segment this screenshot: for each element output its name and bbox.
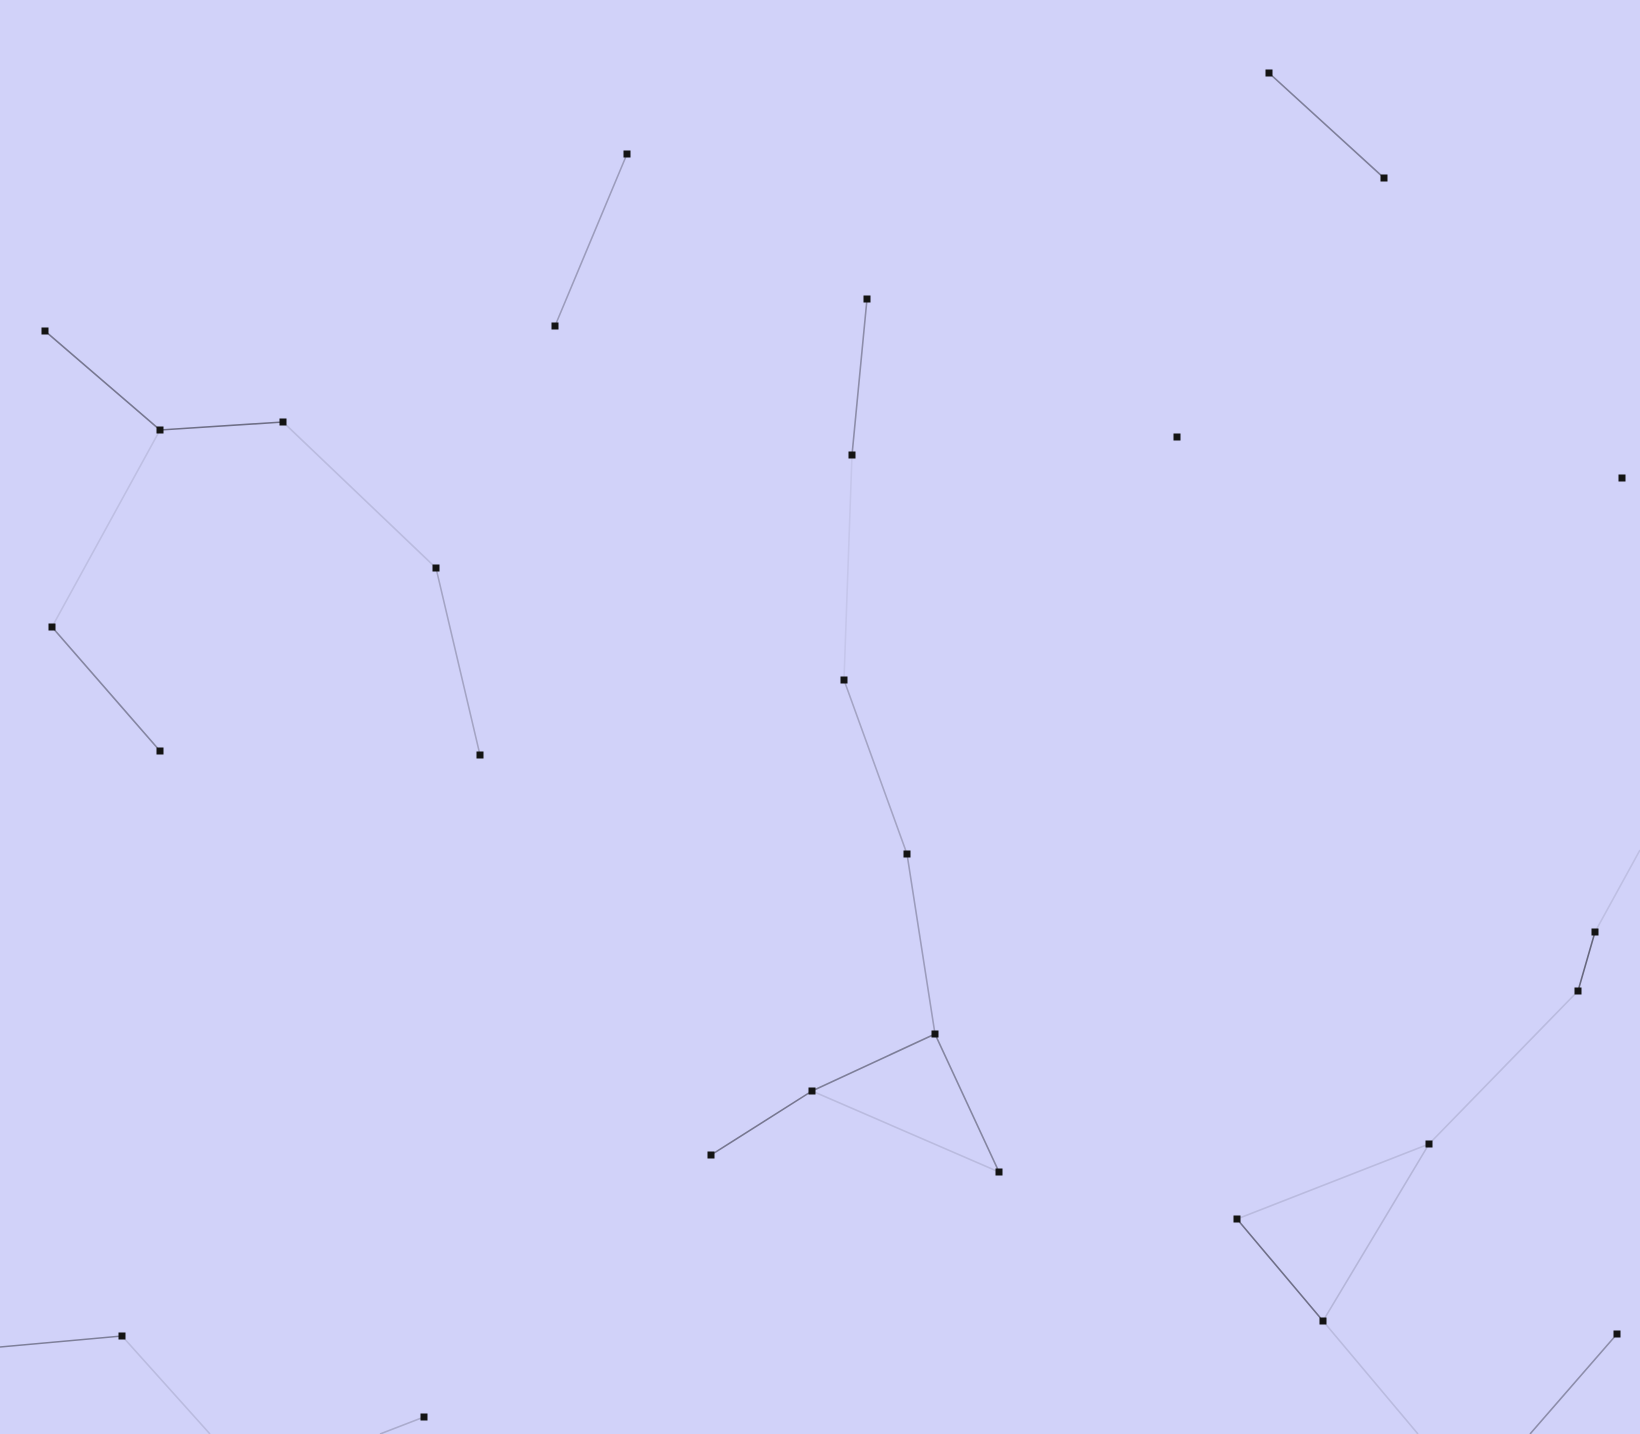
edge [1577, 931, 1596, 992]
node[interactable] [1618, 474, 1626, 482]
node[interactable] [840, 676, 848, 684]
node[interactable] [551, 322, 559, 330]
node[interactable] [432, 564, 440, 572]
node[interactable] [1574, 987, 1582, 995]
node[interactable] [118, 1332, 126, 1340]
edge-layer [0, 72, 1640, 1434]
edge [1594, 849, 1640, 933]
edge [44, 330, 161, 431]
node[interactable] [995, 1168, 1003, 1176]
node[interactable] [1613, 1330, 1621, 1338]
edge [906, 853, 936, 1035]
node[interactable] [808, 1087, 816, 1095]
edge [121, 1335, 211, 1434]
edge [843, 454, 853, 681]
node[interactable] [48, 623, 56, 631]
node[interactable] [1173, 433, 1181, 441]
node[interactable] [1425, 1140, 1433, 1148]
node[interactable] [1265, 69, 1273, 77]
node[interactable] [863, 295, 871, 303]
edge [851, 298, 868, 456]
node[interactable] [420, 1413, 428, 1421]
node[interactable] [1319, 1317, 1327, 1325]
node[interactable] [1591, 928, 1599, 936]
node[interactable] [707, 1151, 715, 1159]
node-layer [41, 69, 1626, 1421]
edge [1236, 1218, 1324, 1322]
edge [282, 421, 437, 569]
node[interactable] [1233, 1215, 1241, 1223]
node[interactable] [623, 150, 631, 158]
edge [435, 567, 481, 756]
node[interactable] [903, 850, 911, 858]
edge [0, 1335, 123, 1348]
edge [1529, 1333, 1618, 1434]
node[interactable] [156, 747, 164, 755]
edge [1322, 1320, 1419, 1434]
edge [554, 153, 628, 327]
edge [934, 1033, 1000, 1173]
node[interactable] [476, 751, 484, 759]
node[interactable] [1380, 174, 1388, 182]
node[interactable] [156, 426, 164, 434]
edge [51, 626, 161, 752]
edge [843, 679, 908, 855]
node[interactable] [41, 327, 49, 335]
edge [811, 1033, 936, 1092]
node[interactable] [931, 1030, 939, 1038]
edge [379, 1416, 425, 1434]
edge [811, 1090, 1000, 1173]
edge [159, 421, 284, 431]
node[interactable] [279, 418, 287, 426]
edge [1428, 990, 1579, 1145]
edge [1268, 72, 1385, 179]
edge [1236, 1143, 1430, 1220]
node[interactable] [848, 451, 856, 459]
edge [1322, 1143, 1430, 1322]
edge [51, 429, 161, 628]
edge [710, 1090, 813, 1156]
